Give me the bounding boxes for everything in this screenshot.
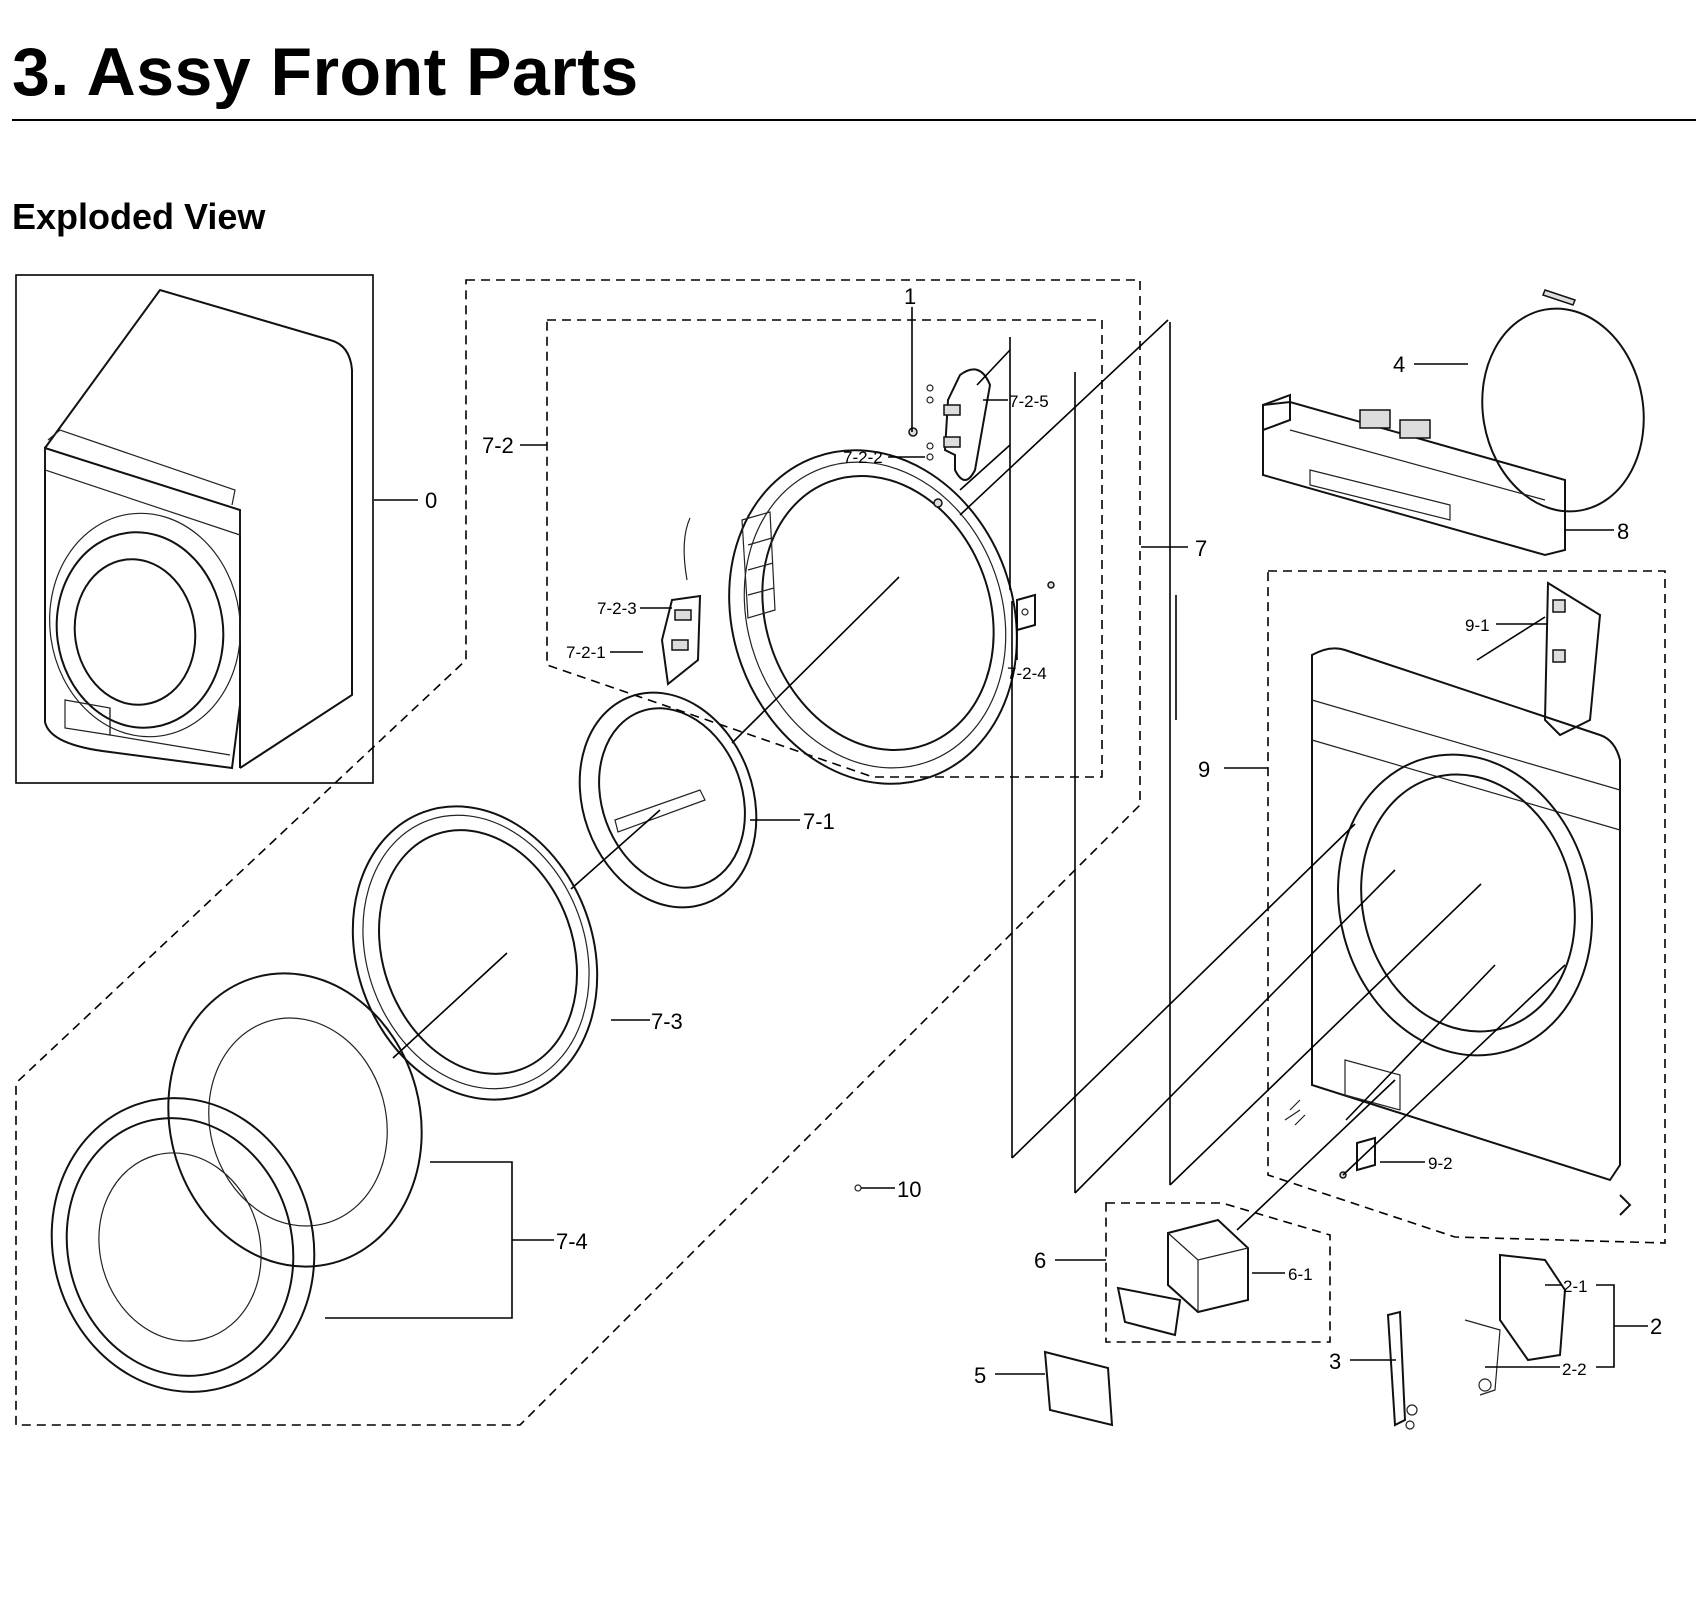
callout-9-2: 9-2 [1428, 1154, 1453, 1173]
part-9-1-bracket [1543, 581, 1602, 737]
callout-7-4: 7-4 [556, 1229, 588, 1254]
part-4-seal [1481, 307, 1645, 513]
section-title: Exploded View [12, 196, 266, 237]
part-3-lever [1386, 1310, 1418, 1430]
part-7-1-inner-ring [578, 691, 758, 909]
callout-7: 7 [1195, 536, 1207, 561]
part-7-3-door-ring [351, 805, 599, 1101]
callout-7-1: 7-1 [803, 809, 835, 834]
part-7-4-door-glass [50, 972, 423, 1393]
callout-7-2-2: 7-2-2 [843, 448, 883, 467]
callout-7-2: 7-2 [482, 433, 514, 458]
callout-7-2-1: 7-2-1 [566, 643, 606, 662]
boundary-assy-7-2 [546, 319, 1103, 778]
callout-2-1: 2-1 [1563, 1277, 1588, 1296]
part-7-2-4-clip [1016, 581, 1055, 632]
callout-4: 4 [1393, 352, 1405, 377]
callout-6: 6 [1034, 1248, 1046, 1273]
page-title: 3. Assy Front Parts [12, 34, 639, 110]
callout-9-1: 9-1 [1465, 616, 1490, 635]
callout-3: 3 [1329, 1349, 1341, 1374]
part-7-2-3-lock [660, 517, 702, 686]
callout-9: 9 [1198, 757, 1210, 782]
callout-0: 0 [425, 488, 437, 513]
callout-6-1: 6-1 [1288, 1265, 1313, 1284]
callout-10: 10 [897, 1177, 921, 1202]
part-10-screw [854, 1184, 895, 1192]
callout-8: 8 [1617, 519, 1629, 544]
callout-5: 5 [974, 1363, 986, 1388]
part-8-control-panel [1262, 393, 1566, 557]
part-9-front-cabinet [1311, 647, 1621, 1182]
boundary-assy-6 [1105, 1202, 1331, 1343]
callout-1: 1 [904, 284, 916, 309]
part-6-1-housing [1167, 1218, 1249, 1314]
part-6-bracket [1116, 1286, 1182, 1337]
title-rule [12, 119, 1696, 121]
callout-7-2-3: 7-2-3 [597, 599, 637, 618]
part-0-complete-unit [15, 274, 374, 784]
part-7-2-5-hinge [943, 368, 992, 481]
part-2-hinge-block [1464, 1253, 1567, 1396]
callout-2: 2 [1650, 1314, 1662, 1339]
callout-7-2-4: 7-2-4 [1007, 664, 1047, 683]
callout-7-2-5: 7-2-5 [1009, 392, 1049, 411]
boundary-assy-9 [1267, 570, 1666, 1244]
callout-7-3: 7-3 [651, 1009, 683, 1034]
part-5-plate [1043, 1350, 1114, 1427]
part-7-2-frame [728, 449, 1018, 785]
boundary-assy-7 [15, 279, 1141, 1426]
callout-2-2: 2-2 [1562, 1360, 1587, 1379]
